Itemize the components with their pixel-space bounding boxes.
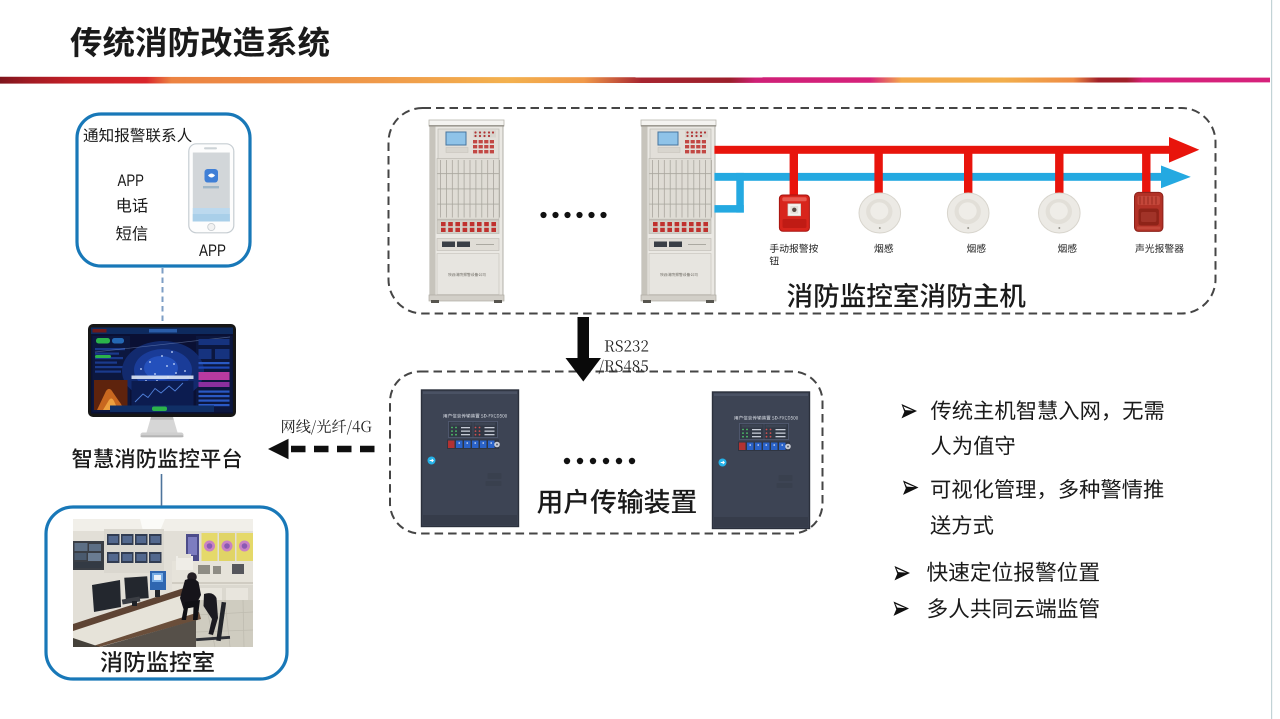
svg-text:APP: APP	[199, 241, 226, 260]
svg-text:APP: APP	[118, 171, 145, 190]
